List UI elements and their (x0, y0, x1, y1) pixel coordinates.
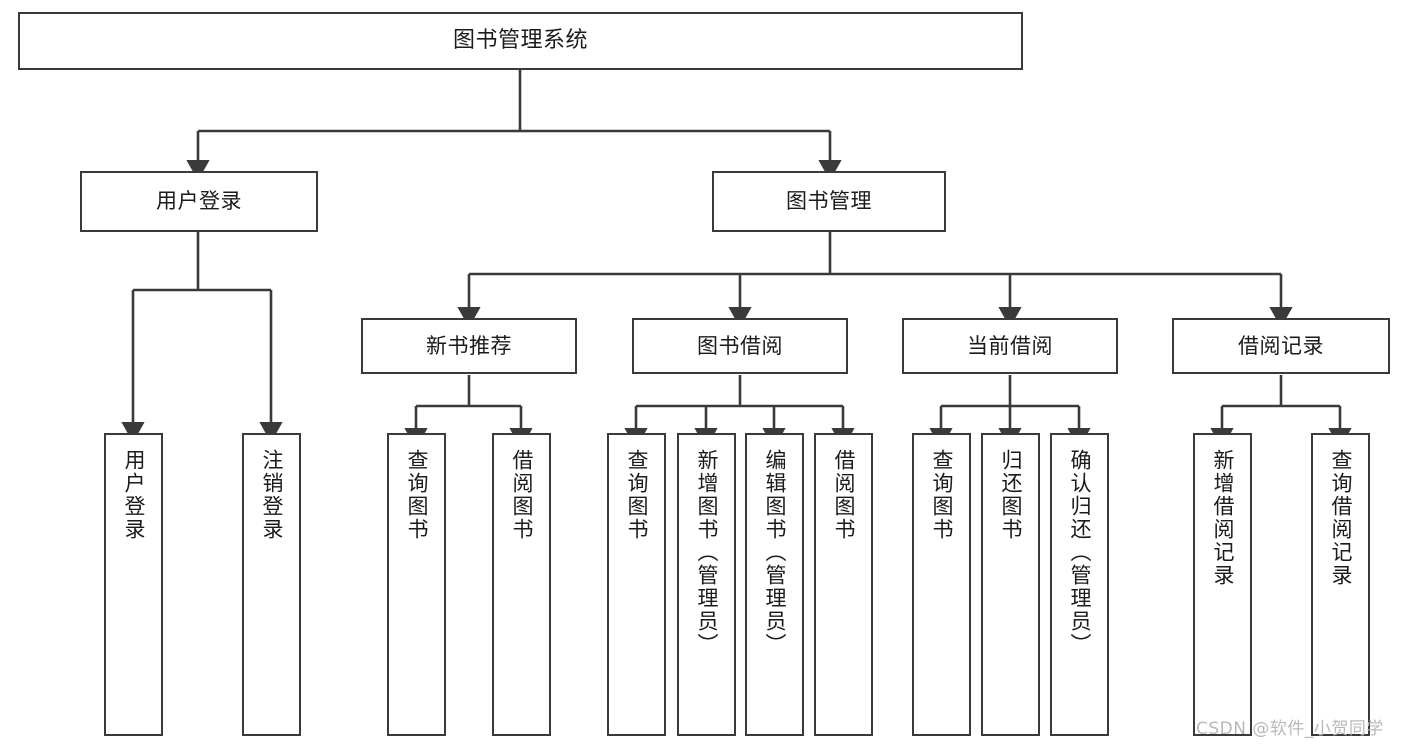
node-label: 注销登录 (260, 449, 284, 541)
node-label: 新书推荐 (426, 333, 512, 358)
node-label: 借阅记录 (1238, 333, 1324, 358)
node-label: 借阅图书 (510, 449, 534, 541)
node-label: 归还图书 (999, 449, 1023, 541)
leaf-logout[interactable]: 注销登录 (242, 433, 301, 736)
leaf-edit-book-admin[interactable]: 编辑图书（管理员） (745, 433, 804, 736)
leaf-return-book[interactable]: 归还图书 (981, 433, 1040, 736)
node-label: 查询图书 (405, 449, 429, 541)
node-label: 新增图书（管理员） (695, 449, 719, 656)
node-label: 用户登录 (122, 449, 146, 541)
leaf-confirm-return-admin[interactable]: 确认归还（管理员） (1050, 433, 1109, 736)
node-label: 查询借阅记录 (1329, 449, 1353, 587)
node-label: 图书借阅 (697, 333, 783, 358)
leaf-add-borrow-record[interactable]: 新增借阅记录 (1193, 433, 1252, 736)
node-label: 借阅图书 (832, 449, 856, 541)
node-user-login[interactable]: 用户登录 (80, 171, 318, 232)
csdn-watermark: CSDN @软件_小贺同学 (1196, 719, 1384, 739)
node-label: 图书管理 (786, 189, 872, 214)
node-label: 查询图书 (625, 449, 649, 541)
leaf-query-borrow-record[interactable]: 查询借阅记录 (1311, 433, 1370, 736)
node-label: 编辑图书（管理员） (763, 449, 787, 656)
node-new-book-recommend[interactable]: 新书推荐 (361, 318, 577, 374)
leaf-add-book-admin[interactable]: 新增图书（管理员） (677, 433, 736, 736)
node-book-management[interactable]: 图书管理 (712, 171, 946, 232)
node-current-borrow[interactable]: 当前借阅 (902, 318, 1118, 374)
leaf-query-book-current[interactable]: 查询图书 (912, 433, 971, 736)
node-label: 确认归还（管理员） (1068, 449, 1092, 656)
node-label: 新增借阅记录 (1211, 449, 1235, 587)
node-book-borrow[interactable]: 图书借阅 (632, 318, 848, 374)
leaf-query-book-recommend[interactable]: 查询图书 (387, 433, 446, 736)
node-label: 用户登录 (156, 189, 242, 214)
leaf-borrow-book[interactable]: 借阅图书 (814, 433, 873, 736)
leaf-borrow-book-recommend[interactable]: 借阅图书 (492, 433, 551, 736)
leaf-user-login[interactable]: 用户登录 (104, 433, 163, 736)
node-root-system[interactable]: 图书管理系统 (18, 12, 1023, 70)
leaf-query-book-borrow[interactable]: 查询图书 (607, 433, 666, 736)
node-label: 当前借阅 (967, 333, 1053, 358)
node-label: 图书管理系统 (452, 28, 588, 54)
node-label: 查询图书 (930, 449, 954, 541)
node-borrow-records[interactable]: 借阅记录 (1172, 318, 1390, 374)
